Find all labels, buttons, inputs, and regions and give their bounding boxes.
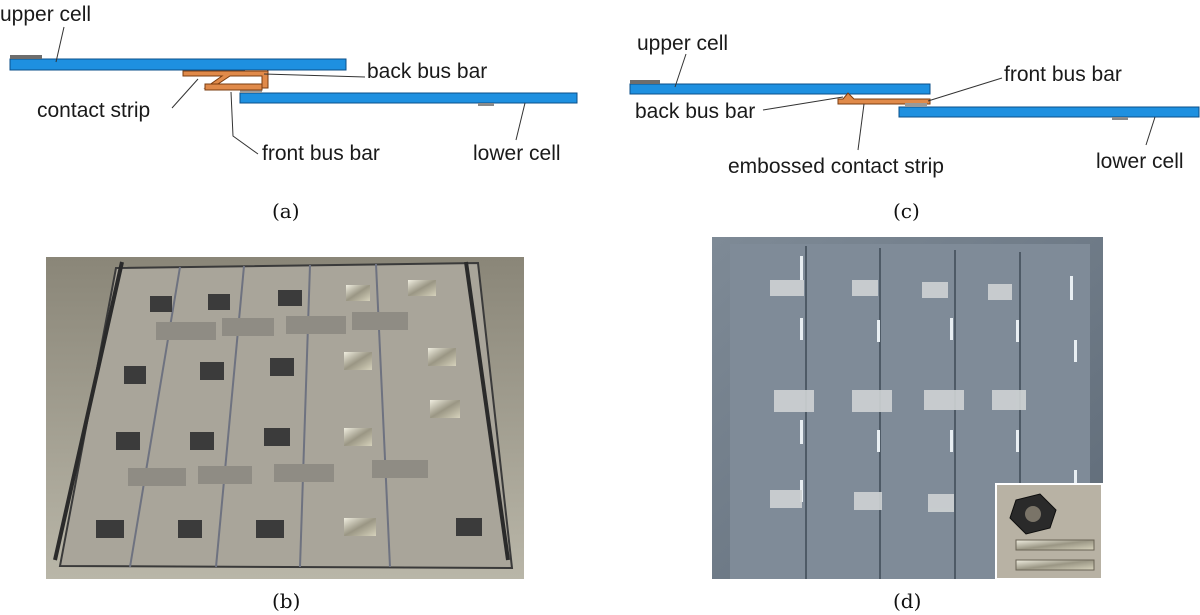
lower-cell-bus-bar-c <box>1112 117 1128 120</box>
lower-cell-bus-bar <box>478 103 494 106</box>
caption-c: (c) <box>893 199 920 223</box>
caption-a: (a) <box>272 199 300 223</box>
upper-cell-bar <box>9 58 347 71</box>
embossed-contact-strip-shape <box>837 92 931 105</box>
front-bus-bar-shape-c <box>905 103 927 107</box>
label-embossed-contact-strip-c: embossed contact strip <box>728 155 944 178</box>
label-back-bus-bar-c: back bus bar <box>635 100 755 123</box>
module-b-edge-left <box>53 261 124 561</box>
panel-d-photo: (d) <box>712 237 1103 613</box>
upper-cell-bar-c <box>629 83 931 95</box>
label-back-bus-bar: back bus bar <box>367 60 487 83</box>
lower-cell-bar-c <box>898 106 1200 118</box>
upper-cell-leader <box>55 26 65 63</box>
contact-strip-leader <box>171 78 199 109</box>
upper-cell-bus-bar-c <box>630 80 660 84</box>
label-upper-cell-c: upper cell <box>637 32 728 55</box>
front-bus-bar-leader <box>230 91 259 155</box>
back-bus-bar-leader-c <box>762 96 844 111</box>
module-b-edge-right <box>464 261 510 561</box>
module-b-contact-patches <box>96 280 482 538</box>
caption-b: (b) <box>272 589 300 613</box>
lower-cell-bar <box>239 92 578 104</box>
contact-strip-fold <box>204 83 263 91</box>
contact-strip-shape <box>182 70 269 89</box>
panel-c-diagram: upper cell front bus bar back bus bar em… <box>629 32 1200 223</box>
front-bus-bar-leader-c <box>927 77 1003 102</box>
panel-a-diagram: upper cell back bus bar contact strip fr… <box>0 3 578 223</box>
lower-cell-leader <box>515 102 526 141</box>
upper-cell-bus-bar <box>10 55 42 59</box>
module-b-cell-dividers <box>129 263 391 568</box>
label-contact-strip: contact strip <box>37 99 150 122</box>
lower-cell-leader-c <box>1145 116 1156 146</box>
back-bus-bar-leader <box>263 73 366 78</box>
panel-b-photo: (b) <box>46 257 524 613</box>
upper-cell-leader-c <box>674 53 687 88</box>
caption-d: (d) <box>893 589 921 613</box>
label-front-bus-bar: front bus bar <box>262 142 380 165</box>
label-lower-cell-c: lower cell <box>1096 150 1184 173</box>
module-d-contact-tabs <box>770 280 1026 512</box>
label-lower-cell: lower cell <box>473 142 561 165</box>
label-front-bus-bar-c: front bus bar <box>1004 63 1122 86</box>
embossed-strip-leader-c <box>857 103 865 151</box>
label-upper-cell: upper cell <box>0 3 91 26</box>
inset-photo <box>995 483 1103 580</box>
